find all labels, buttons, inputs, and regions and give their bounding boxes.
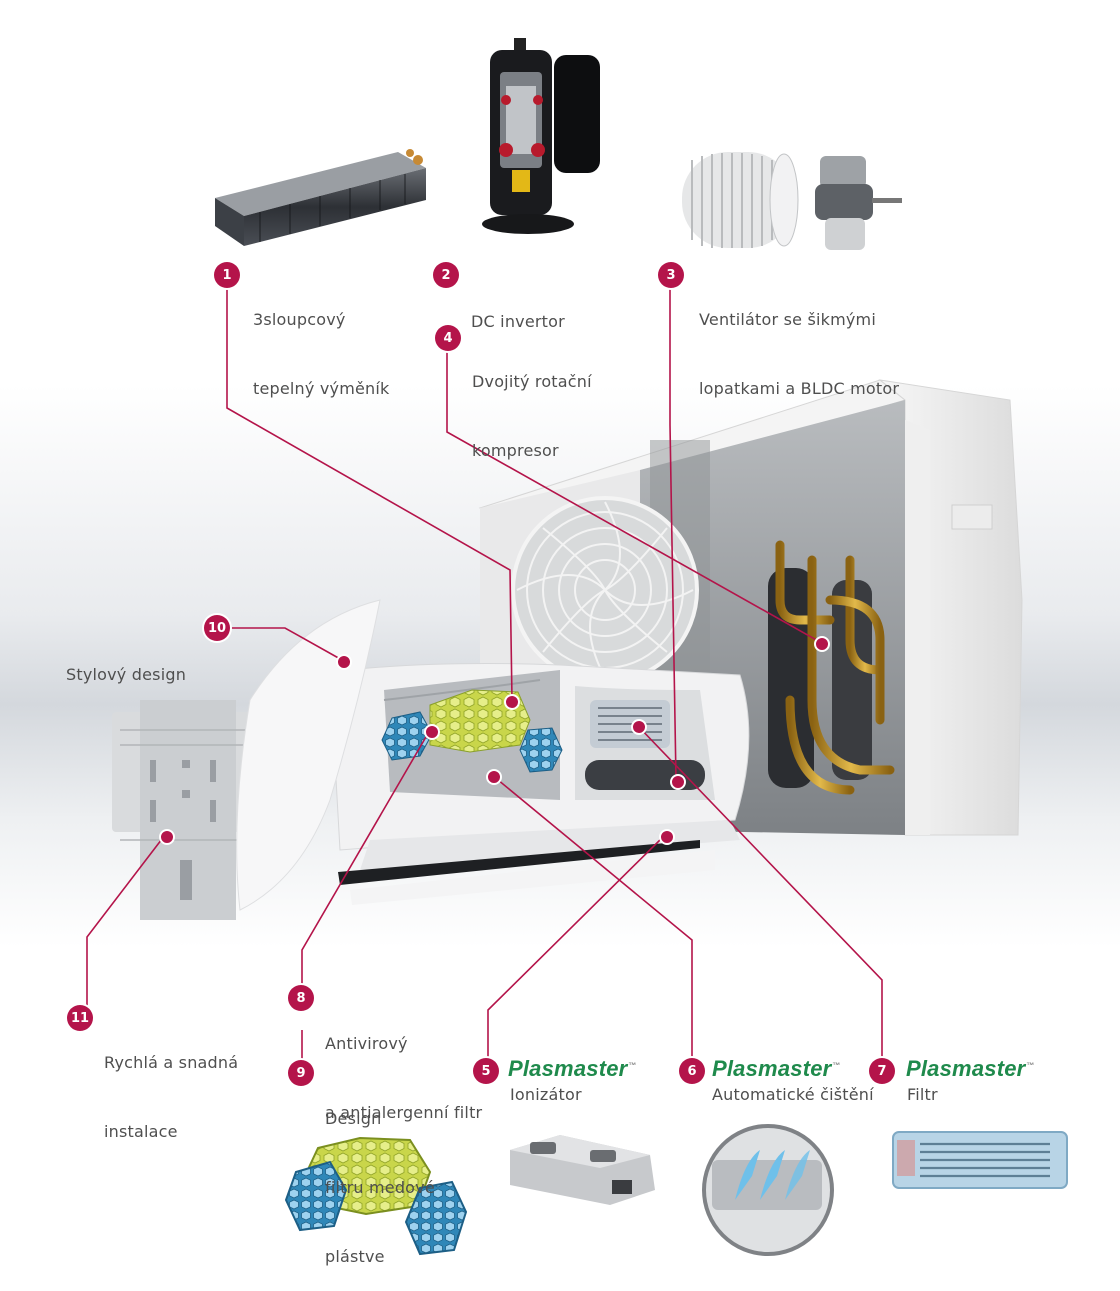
fan-motor-image bbox=[682, 152, 902, 250]
callout-9-line-1: Design bbox=[325, 1109, 382, 1128]
callout-9-line-2: filtru medové bbox=[325, 1178, 435, 1197]
callout-6-sub: Automatické čištění bbox=[712, 1085, 874, 1104]
anchor-dot-3 bbox=[670, 774, 686, 790]
callout-6-tm: ™ bbox=[832, 1060, 841, 1070]
ionizer-thumbnail bbox=[510, 1135, 655, 1205]
plasmaster-logo-5: Plasmaster™ bbox=[508, 1056, 637, 1082]
heat-exchanger-image bbox=[215, 149, 426, 246]
callout-1-badge: 1 bbox=[214, 262, 240, 288]
callout-1-label: 3sloupcový tepelný výměník bbox=[253, 262, 389, 423]
callout-9-badge: 9 bbox=[288, 1060, 314, 1086]
compressor-image bbox=[482, 38, 600, 234]
callout-6-badge: 6 bbox=[679, 1058, 705, 1084]
anchor-dot-11 bbox=[159, 829, 175, 845]
callout-11-line-1: Rychlá a snadná bbox=[104, 1053, 239, 1072]
anchor-dot-7 bbox=[631, 719, 647, 735]
callout-7-sub: Filtr bbox=[907, 1085, 938, 1104]
callout-4-badge: 4 bbox=[435, 325, 461, 351]
callout-9-line-3: plástve bbox=[325, 1247, 385, 1266]
callout-4-line-2: kompresor bbox=[472, 441, 559, 460]
callout-11-line-2: instalace bbox=[104, 1122, 178, 1141]
plasmaster-filter-thumbnail bbox=[892, 1131, 1068, 1189]
anchor-dot-10 bbox=[336, 654, 352, 670]
callout-11-badge: 11 bbox=[67, 1005, 93, 1031]
callout-7-tm: ™ bbox=[1026, 1060, 1035, 1070]
callout-8-line-1: Antivirový bbox=[325, 1034, 408, 1053]
callout-5-badge: 5 bbox=[473, 1058, 499, 1084]
auto-clean-thumbnail bbox=[702, 1124, 834, 1256]
leader-lines bbox=[86, 287, 883, 1072]
honeycomb-filter-thumbnail bbox=[284, 1136, 468, 1256]
callout-3-label: Ventilátor se šikmými lopatkami a BLDC m… bbox=[699, 262, 899, 423]
callout-4-line-1: Dvojitý rotační bbox=[472, 372, 592, 391]
callout-7-badge: 7 bbox=[869, 1058, 895, 1084]
anchor-dot-4 bbox=[814, 636, 830, 652]
callout-10-line-1: Stylový design bbox=[66, 665, 187, 684]
anchor-dot-8 bbox=[424, 724, 440, 740]
callout-1-line-1: 3sloupcový bbox=[253, 310, 346, 329]
anchor-dot-6 bbox=[486, 769, 502, 785]
callout-2-label: DC invertor bbox=[471, 264, 565, 356]
anchor-dot-1 bbox=[504, 694, 520, 710]
callout-3-badge: 3 bbox=[658, 262, 684, 288]
callout-5-sub: Ionizátor bbox=[510, 1085, 582, 1104]
callout-1-line-2: tepelný výměník bbox=[253, 379, 390, 398]
plasmaster-logo-7: Plasmaster™ bbox=[906, 1056, 1035, 1082]
callout-4-label: Dvojitý rotační kompresor bbox=[472, 324, 592, 485]
callout-8-badge: 8 bbox=[288, 985, 314, 1011]
callout-5-tm: ™ bbox=[628, 1060, 637, 1070]
outdoor-unit-image bbox=[478, 379, 1023, 836]
callout-7-brand: Plasmaster bbox=[906, 1056, 1026, 1081]
wall-bracket-image bbox=[112, 700, 252, 920]
callout-2-badge: 2 bbox=[433, 262, 459, 288]
callout-3-line-2: lopatkami a BLDC motor bbox=[699, 379, 900, 398]
callout-5-brand: Plasmaster bbox=[508, 1056, 628, 1081]
plasmaster-logo-6: Plasmaster™ bbox=[712, 1056, 841, 1082]
callout-11-label: Rychlá a snadná instalace bbox=[104, 1005, 238, 1166]
callout-8-label: Antivirový a antialergenní filtr bbox=[325, 986, 482, 1147]
callout-6-brand: Plasmaster bbox=[712, 1056, 832, 1081]
callout-2-line-1: DC invertor bbox=[471, 312, 565, 331]
anchor-dot-5 bbox=[659, 829, 675, 845]
callout-10-badge: 10 bbox=[204, 615, 230, 641]
callout-9-label: Design filtru medové plástve bbox=[325, 1061, 435, 1291]
callout-3-line-1: Ventilátor se šikmými bbox=[699, 310, 876, 329]
callout-8-line-2: a antialergenní filtr bbox=[325, 1103, 483, 1122]
callout-10-label: Stylový design bbox=[66, 617, 186, 709]
